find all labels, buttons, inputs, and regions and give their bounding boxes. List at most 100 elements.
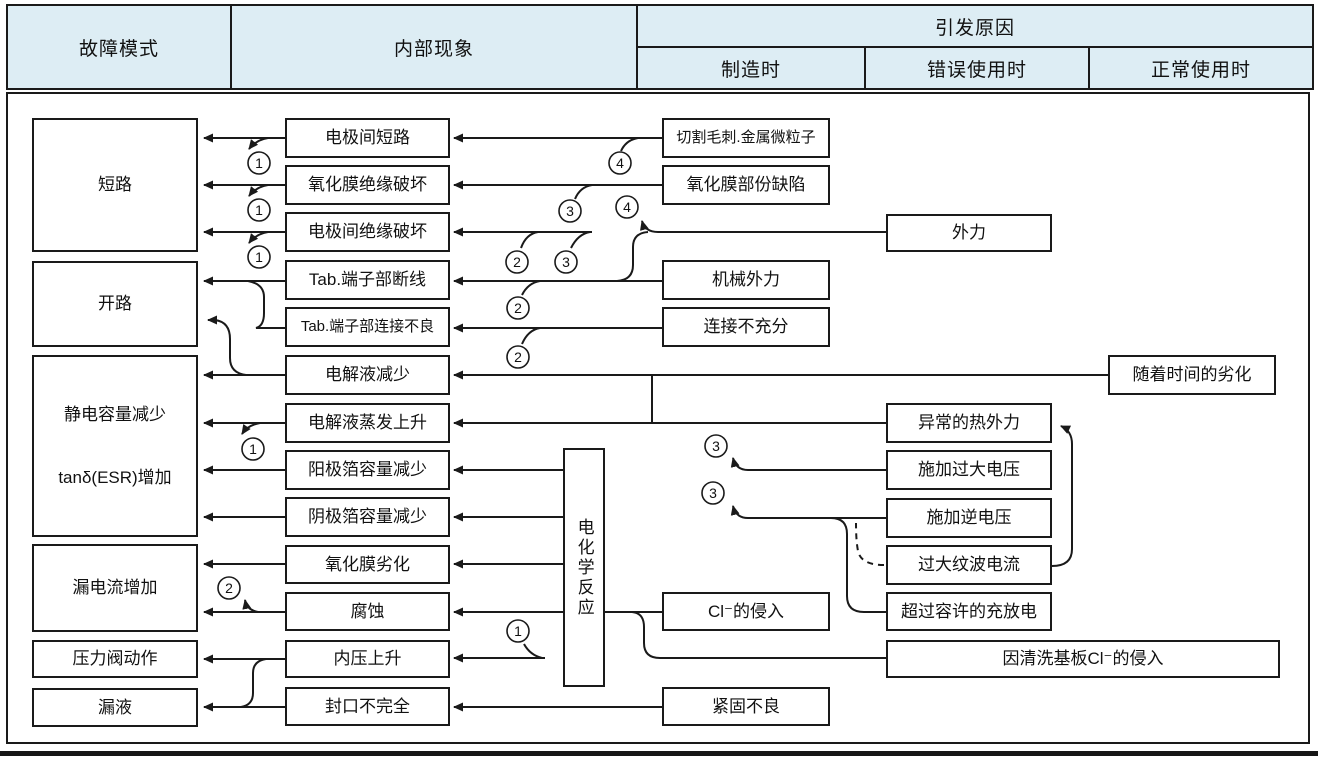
box-chloride-intrusion: Cl⁻的侵入 xyxy=(662,592,830,631)
misuse-routing-lines xyxy=(616,220,1073,613)
stub-1-from-p7-line xyxy=(241,422,261,435)
box-cathode-foil-capacity-decrease: 阴极箔容量减少 xyxy=(285,497,450,537)
svg-text:3: 3 xyxy=(712,438,720,454)
connector-badges: 1 1 1 1 1 2 2 2 2 3 3 3 3 4 4 xyxy=(217,151,728,643)
branch-e1-to-p4-line xyxy=(616,231,649,282)
box-corrosion: 腐蚀 xyxy=(285,592,450,631)
box-open-circuit: 开路 xyxy=(32,261,198,347)
svg-text:2: 2 xyxy=(513,254,521,270)
box-inter-electrode-short: 电极间短路 xyxy=(285,118,450,158)
box-tab-terminal-break: Tab.端子部断线 xyxy=(285,260,450,300)
badge-1: 1 xyxy=(247,245,271,269)
badge-2: 2 xyxy=(506,345,530,369)
header-cause: 引发原因 xyxy=(636,6,1312,46)
box-insufficient-connection: 连接不充分 xyxy=(662,307,830,347)
capacitance-decrease-label: 静电容量减少 xyxy=(64,404,166,424)
svg-text:2: 2 xyxy=(514,300,522,316)
cause-to-phenomenon-arrows xyxy=(453,133,1108,712)
badge-2: 2 xyxy=(217,576,241,600)
header-sub-misuse: 错误使用时 xyxy=(864,46,1088,88)
badge-2: 2 xyxy=(506,296,530,320)
box-short-circuit: 短路 xyxy=(32,118,198,252)
svg-text:1: 1 xyxy=(255,249,263,265)
box-oxide-film-partial-defect: 氧化膜部份缺陷 xyxy=(662,165,830,205)
svg-text:3: 3 xyxy=(709,485,717,501)
stub-2-from-p11-line xyxy=(242,599,259,613)
svg-text:2: 2 xyxy=(225,580,233,596)
svg-text:4: 4 xyxy=(616,155,624,171)
svg-text:1: 1 xyxy=(255,155,263,171)
svg-text:1: 1 xyxy=(255,202,263,218)
box-abnormal-thermal-stress: 异常的热外力 xyxy=(886,403,1052,443)
header-internal-phenomenon: 内部现象 xyxy=(230,6,636,88)
box-mechanical-external-force: 机械外力 xyxy=(662,260,830,300)
line-e6-join-e4 xyxy=(830,517,886,613)
box-liquid-leakage: 漏液 xyxy=(32,688,198,727)
line-e3-to-connector3 xyxy=(730,457,886,471)
box-inter-electrode-insulation-breakdown: 电极间绝缘破坏 xyxy=(285,212,450,252)
svg-text:1: 1 xyxy=(514,623,522,639)
box-chloride-intrusion-board-cleaning: 因清洗基板Cl⁻的侵入 xyxy=(886,640,1280,678)
header-sub-normal-use: 正常使用时 xyxy=(1088,46,1312,88)
merge-p5-into-f2-line xyxy=(247,280,285,329)
stub-2-into-p4-line xyxy=(521,280,541,296)
diagram-frame xyxy=(6,92,1310,744)
box-tab-terminal-poor-connection: Tab.端子部连接不良 xyxy=(285,307,450,347)
badge-3: 3 xyxy=(704,434,728,458)
badge-3: 3 xyxy=(554,250,578,274)
box-oxide-film-degradation: 氧化膜劣化 xyxy=(285,545,450,584)
esr-increase-label: tanδ(ESR)增加 xyxy=(58,468,172,487)
badge-4: 4 xyxy=(608,151,632,175)
badge-1: 1 xyxy=(247,198,271,222)
header-sub-manufacturing: 制造时 xyxy=(636,46,864,88)
phenomenon-to-failure-arrows xyxy=(203,133,285,712)
box-electrolyte-decrease: 电解液减少 xyxy=(285,355,450,395)
box-external-force: 外力 xyxy=(886,214,1052,252)
stub-3-into-p2-line xyxy=(574,184,593,200)
connector-stubs xyxy=(241,137,639,659)
box-excessive-voltage: 施加过大电压 xyxy=(886,450,1052,490)
box-pressure-valve-operation: 压力阀动作 xyxy=(32,640,198,678)
svg-text:4: 4 xyxy=(623,199,631,215)
svg-text:3: 3 xyxy=(566,203,574,219)
box-anode-foil-capacity-decrease: 阳极箔容量减少 xyxy=(285,450,450,490)
box-electrochemical-reaction: 电化学反应 xyxy=(563,448,605,687)
box-internal-pressure-rise: 内压上升 xyxy=(285,640,450,678)
badge-1: 1 xyxy=(506,619,530,643)
stub-3-into-p3-line xyxy=(570,231,591,249)
badge-3: 3 xyxy=(558,199,582,223)
stub-2-into-p5-line xyxy=(521,327,541,345)
line-e7-join-m5 xyxy=(631,611,886,659)
line-e4-to-connector3 xyxy=(730,505,886,519)
stub-1-from-p2-line xyxy=(248,184,269,197)
loop-e5-to-e2 xyxy=(1051,425,1073,567)
arrow-p6-f2 xyxy=(207,315,247,376)
header-failure-mode: 故障模式 xyxy=(78,38,159,60)
stub-1-into-p12-line xyxy=(523,643,543,659)
badge-1: 1 xyxy=(247,151,271,175)
box-leakage-current-increase: 漏电流增加 xyxy=(32,544,198,632)
stub-1-from-p1-line xyxy=(248,137,269,150)
svg-text:2: 2 xyxy=(514,349,522,365)
box-oxide-film-insulation-breakdown: 氧化膜绝缘破坏 xyxy=(285,165,450,205)
badge-4: 4 xyxy=(615,195,639,219)
header-table: 故障模式 内部现象 引发原因 制造时 错误使用时 正常使用时 xyxy=(6,4,1314,90)
box-cutting-burr-metal-particles: 切割毛刺.金属微粒子 xyxy=(662,118,830,158)
branch-p12-to-f6 xyxy=(240,658,267,708)
box-poor-fastening: 紧固不良 xyxy=(662,687,830,726)
svg-text:1: 1 xyxy=(249,441,257,457)
box-degradation-over-time: 随着时间的劣化 xyxy=(1108,355,1276,395)
box-incomplete-sealing: 封口不完全 xyxy=(285,687,450,726)
box-capacitance-decrease: 静电容量减少 tanδ(ESR)增加 xyxy=(32,355,198,537)
box-exceeding-charge-discharge: 超过容许的充放电 xyxy=(886,592,1052,631)
box-electrolyte-evaporation-rise: 电解液蒸发上升 xyxy=(285,403,450,443)
stub-2-into-p3-line xyxy=(520,231,539,249)
dashed-e5-join-e4 xyxy=(855,522,885,566)
box-reverse-voltage: 施加逆电压 xyxy=(886,498,1052,538)
stub-4-into-p1-line xyxy=(620,137,639,152)
badge-1: 1 xyxy=(241,437,265,461)
stub-1-from-p3-line xyxy=(248,231,269,244)
badge-3: 3 xyxy=(701,481,725,505)
badge-2: 2 xyxy=(505,250,529,274)
